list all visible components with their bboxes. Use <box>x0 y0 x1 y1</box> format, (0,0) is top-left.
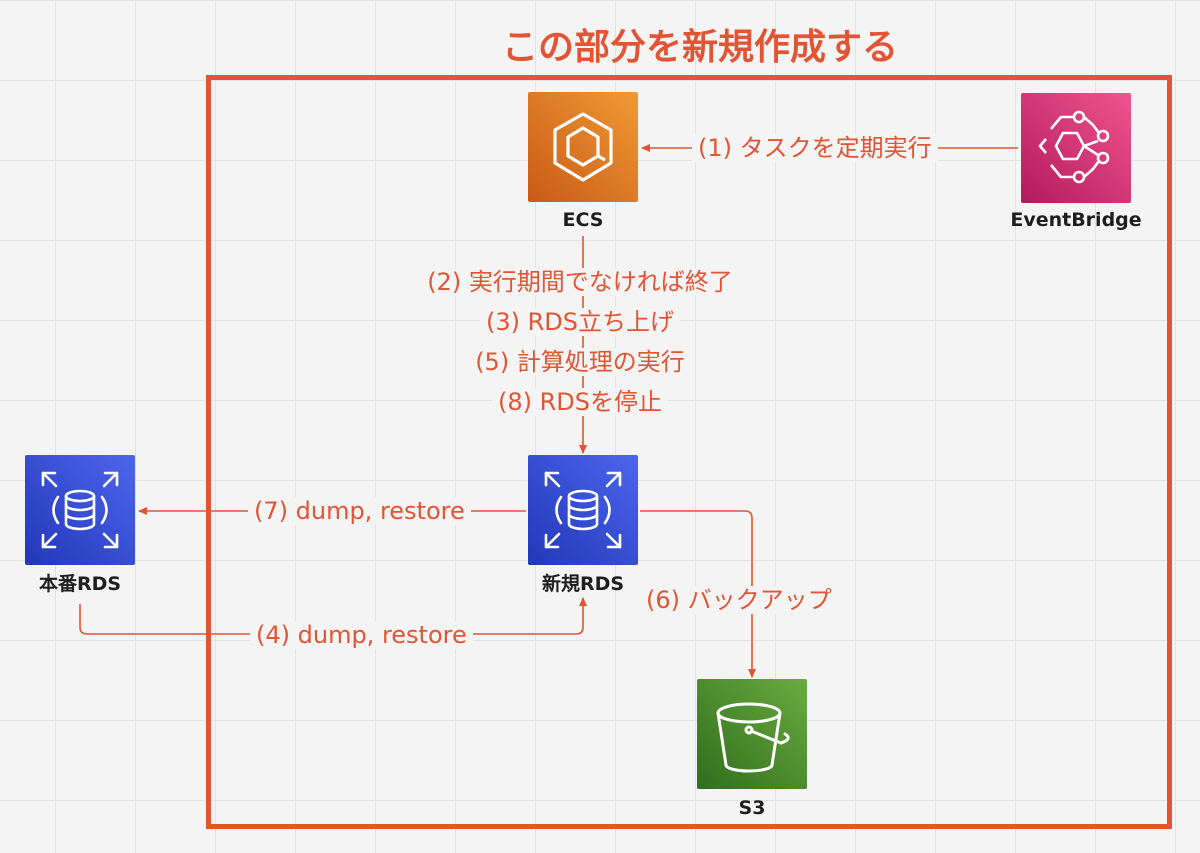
edge-label-schedule-text: (1) タスクを定期実行 <box>692 134 938 162</box>
step-label: (8) RDSを停止 <box>491 388 668 416</box>
new-rds-label: 新規RDS <box>541 573 625 595</box>
arrow-new-rds-to-s3 <box>640 510 756 678</box>
s3-bucket-icon <box>697 679 807 789</box>
edge-label-dump4: (4) dump, restore <box>250 620 473 650</box>
prod-rds-icon <box>25 455 135 565</box>
edge-label-dump7: (7) dump, restore <box>248 496 471 526</box>
ecs-icon <box>528 92 638 202</box>
eventbridge-icon <box>1021 93 1131 203</box>
step-label: (2) 実行期間でなければ終了 <box>421 268 739 296</box>
eventbridge-label: EventBridge <box>1010 209 1142 231</box>
edge-label-backup: (6) バックアップ <box>640 585 838 615</box>
ecs-label: ECS <box>562 209 604 231</box>
new-build-scope-frame <box>206 75 1172 829</box>
new-rds-icon <box>528 455 638 565</box>
step-label: (3) RDS立ち上げ <box>479 308 680 336</box>
edge-label-backup-text: (6) バックアップ <box>640 586 838 614</box>
diagram-title: この部分を新規作成する <box>501 27 898 68</box>
edge-label-dump4-text: (4) dump, restore <box>250 621 473 649</box>
edge-label-schedule: (1) タスクを定期実行 <box>692 133 938 163</box>
edge-label-dump7-text: (7) dump, restore <box>248 497 471 525</box>
ecs-steps-list: (2) 実行期間でなければ終了 (3) RDS立ち上げ (5) 計算処理の実行 … <box>380 262 780 422</box>
s3-label: S3 <box>738 797 766 819</box>
step-label: (5) 計算処理の実行 <box>469 348 691 376</box>
prod-rds-label: 本番RDS <box>38 573 122 595</box>
